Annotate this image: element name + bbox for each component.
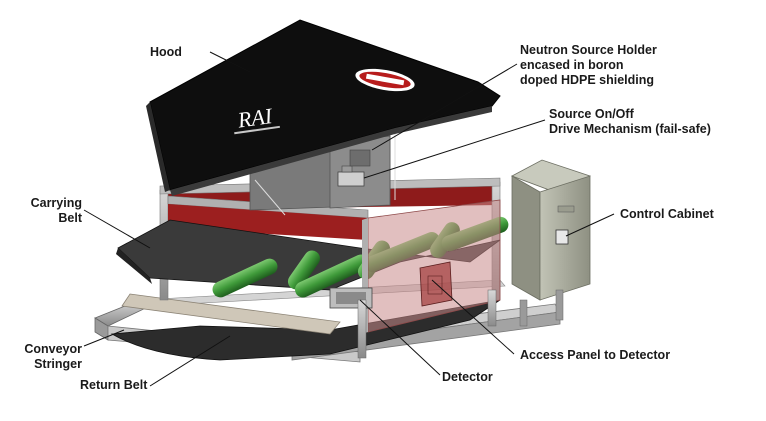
control-screen (555, 229, 569, 245)
carrying-belt-leader (83, 209, 151, 249)
rai-logo: RAI (234, 103, 280, 135)
stringer-leader (83, 329, 125, 347)
neutron-leader (371, 63, 518, 151)
control-cabinet-leader (565, 213, 615, 237)
conveyor-stringer-label: Conveyor Stringer (24, 342, 82, 371)
leader-lines (83, 51, 615, 387)
return-belt-leader (149, 335, 231, 387)
detector-label: Detector (442, 370, 493, 384)
neutron-source-label: Neutron Source Holder encased in boron d… (520, 43, 657, 87)
source-drive-mechanism (337, 165, 365, 187)
source-drive-label: Source On/Off Drive Mechanism (fail-safe… (549, 107, 711, 136)
access-panel-label: Access Panel to Detector (520, 348, 671, 362)
control-cabinet-label: Control Cabinet (620, 207, 714, 221)
hood: RAI (146, 19, 501, 196)
control-cabinet (511, 159, 591, 327)
return-belt-label: Return Belt (80, 378, 148, 392)
hood-leader (209, 51, 251, 73)
carrying-belt-label: Carrying Belt (30, 196, 82, 225)
scanner-legs (357, 289, 497, 359)
hood-badge (355, 68, 415, 92)
hood-label: Hood (150, 45, 182, 59)
neutron-source-holder (349, 149, 371, 167)
source-drive-leader (363, 119, 546, 179)
detector-leader (359, 299, 441, 376)
access-panel-leader (431, 279, 515, 355)
